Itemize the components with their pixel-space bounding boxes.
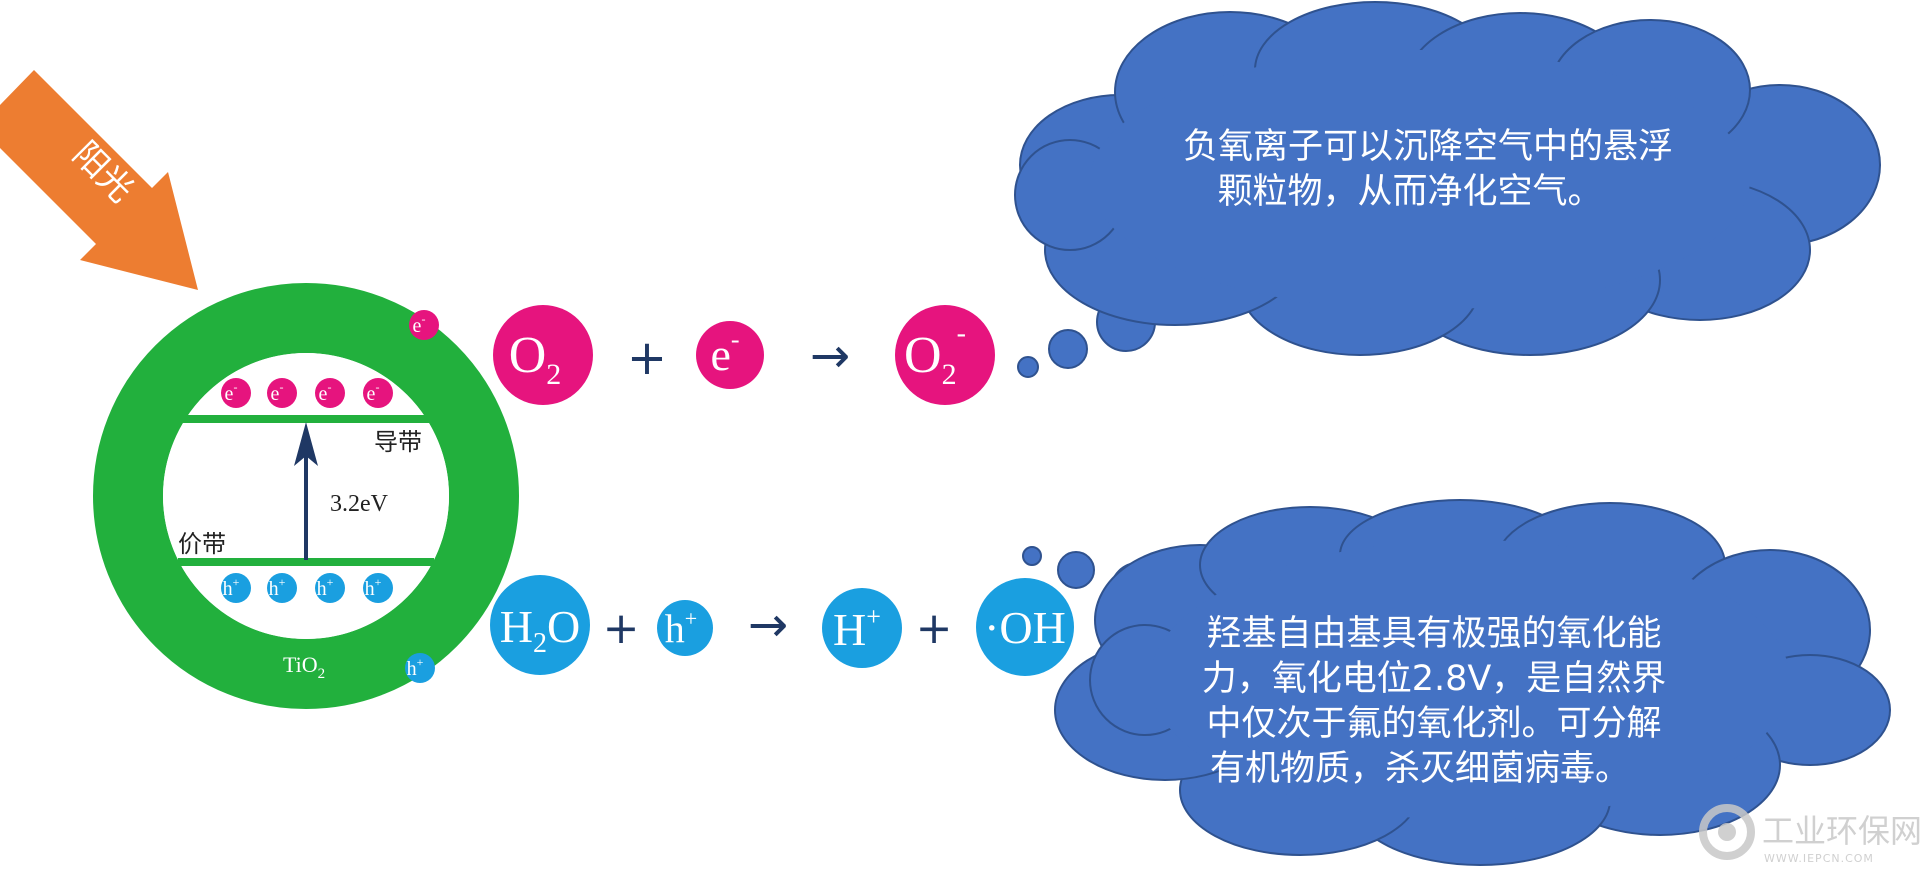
hydroxyl-radical xyxy=(976,578,1074,676)
tio2-label: TiO2 xyxy=(283,652,325,682)
hole-charge: + xyxy=(375,575,382,589)
svg-text:e-: e- xyxy=(710,325,739,380)
free-hole xyxy=(657,600,713,656)
bottom-cloud-line-1: 羟基自由基具有极强的氧化能 xyxy=(1206,614,1661,654)
svg-text:h+: h+ xyxy=(407,655,424,680)
electron-charge: - xyxy=(233,380,237,394)
reaction-arrow: → xyxy=(810,328,850,384)
svg-text:h+: h+ xyxy=(665,606,697,651)
electron-symbol: e xyxy=(271,383,280,405)
free-electron xyxy=(696,321,764,389)
plus-sign: + xyxy=(916,603,953,654)
svg-text:e-: e- xyxy=(367,380,380,405)
conduction-band-label: 导带 xyxy=(374,428,422,456)
svg-text:e-: e- xyxy=(271,380,284,405)
hole-symbol: h xyxy=(223,578,233,600)
electron-charge: - xyxy=(375,380,379,394)
reaction-arrow: → xyxy=(748,597,788,653)
svg-text:e-: e- xyxy=(413,312,426,337)
bottom-cloud-line-3: 中仅次于氟的氧化剂。可分解 xyxy=(1206,704,1661,744)
hole-symbol: h xyxy=(365,578,375,600)
o2-molecule xyxy=(493,305,593,405)
top-cloud: 负氧离子可以沉降空气中的悬浮 颗粒物，从而净化空气。 xyxy=(1014,1,1881,356)
svg-text:e-: e- xyxy=(319,380,332,405)
watermark-text: 工业环保网 xyxy=(1762,812,1920,850)
sunlight-arrow: 阳光 xyxy=(0,70,198,290)
top-cloud-line-1: 负氧离子可以沉降空气中的悬浮 xyxy=(1183,127,1673,167)
svg-text:h+: h+ xyxy=(223,575,240,600)
ring-electron: e- xyxy=(409,310,439,340)
svg-text:h+: h+ xyxy=(317,575,334,600)
watermark-subtext: WWW.IEPCN.COM xyxy=(1764,852,1874,865)
tio2-particle: e- e- e- e- h+ h+ h+ h+ 导带 价带 3.2eV TiO2 xyxy=(93,283,519,709)
svg-text:h+: h+ xyxy=(269,575,286,600)
watermark-logo-icon xyxy=(1699,804,1755,860)
excitation-arrow xyxy=(294,422,318,560)
svg-text:H+: H+ xyxy=(833,602,881,655)
reaction-water: H2O + h+ → H+ + ·OH xyxy=(490,575,1074,676)
svg-text:h+: h+ xyxy=(365,575,382,600)
bottom-cloud-line-2: 力，氧化电位2.8V，是自然界 xyxy=(1202,659,1667,699)
hole-charge: + xyxy=(279,575,286,589)
conduction-electrons: e- e- e- e- xyxy=(221,378,393,408)
bottom-cloud: 羟基自由基具有极强的氧化能 力，氧化电位2.8V，是自然界 中仅次于氟的氧化剂。… xyxy=(1054,499,1891,866)
hole-charge: + xyxy=(327,575,334,589)
electron-charge: - xyxy=(279,380,283,394)
hole-charge: + xyxy=(233,575,240,589)
hole-symbol: h xyxy=(317,578,327,600)
plus-sign: + xyxy=(627,330,667,386)
svg-text:O2: O2 xyxy=(509,327,562,391)
watermark: 工业环保网 WWW.IEPCN.COM xyxy=(1699,804,1920,865)
svg-text:H2O: H2O xyxy=(500,601,580,659)
plus-sign: + xyxy=(603,603,640,654)
band-gap-label: 3.2eV xyxy=(330,491,389,517)
top-cloud-line-2: 颗粒物，从而净化空气。 xyxy=(1217,172,1602,212)
water-molecule xyxy=(490,575,590,675)
electron-symbol: e xyxy=(367,383,376,405)
svg-text:e-: e- xyxy=(225,380,238,405)
bottom-cloud-line-4: 有机物质，杀灭细菌病毒。 xyxy=(1210,749,1630,789)
reaction-oxygen: O2 + e- → O2- xyxy=(493,305,995,405)
proton xyxy=(822,588,902,668)
valence-holes: h+ h+ h+ h+ xyxy=(221,573,393,603)
electron-charge: - xyxy=(327,380,331,394)
valence-band-label: 价带 xyxy=(178,530,226,558)
superoxide-ion xyxy=(895,305,995,405)
electron-symbol: e xyxy=(225,383,234,405)
svg-text:O2-: O2- xyxy=(904,318,966,391)
hole-symbol: h xyxy=(269,578,279,600)
ring-hole: h+ xyxy=(405,653,435,683)
electron-symbol: e xyxy=(319,383,328,405)
hydroxyl-label: ·OH xyxy=(984,602,1066,653)
